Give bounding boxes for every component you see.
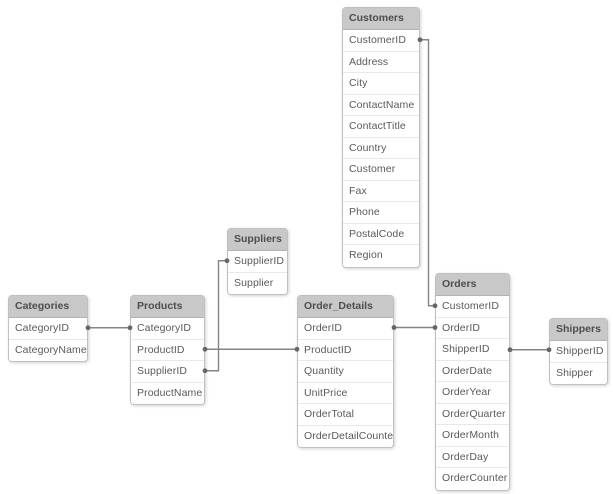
field-row-productid[interactable]: ProductID [298, 339, 393, 361]
field-row-orderid[interactable]: OrderID [436, 317, 509, 339]
connection-line [205, 260, 227, 372]
field-row-categoryid[interactable]: CategoryID [9, 318, 87, 340]
field-row-orderid[interactable]: OrderID [298, 318, 393, 340]
table-title: Shippers [556, 323, 601, 335]
field-row-unitprice[interactable]: UnitPrice [298, 382, 393, 404]
field-row-postalcode[interactable]: PostalCode [343, 223, 419, 245]
connection-line [420, 39, 435, 307]
field-row-phone[interactable]: Phone [343, 202, 419, 224]
field-row-customerid[interactable]: CustomerID [343, 30, 419, 52]
field-row-shipperid[interactable]: ShipperID [550, 341, 607, 363]
table-header-shippers[interactable]: Shippers [550, 319, 607, 341]
table-header-orders[interactable]: Orders [436, 274, 509, 296]
field-row-orderquarter[interactable]: OrderQuarter [436, 403, 509, 425]
table-title: Order_Details [304, 300, 373, 312]
field-row-categoryname[interactable]: CategoryName [9, 339, 87, 361]
field-row-productname[interactable]: ProductName [131, 382, 204, 404]
field-row-city[interactable]: City [343, 73, 419, 95]
field-row-customer[interactable]: Customer [343, 159, 419, 181]
field-row-supplierid[interactable]: SupplierID [131, 361, 204, 383]
field-row-categoryid[interactable]: CategoryID [131, 318, 204, 340]
table-title: Orders [442, 278, 477, 290]
field-row-shipperid[interactable]: ShipperID [436, 339, 509, 361]
field-row-orderday[interactable]: OrderDay [436, 446, 509, 468]
field-row-ordertotal[interactable]: OrderTotal [298, 404, 393, 426]
field-row-orderdetailcounter[interactable]: OrderDetailCounter [298, 425, 393, 447]
field-row-customerid[interactable]: CustomerID [436, 296, 509, 318]
table-header-order_details[interactable]: Order_Details [298, 296, 393, 318]
table-header-suppliers[interactable]: Suppliers [228, 229, 287, 251]
field-row-address[interactable]: Address [343, 51, 419, 73]
field-row-ordercounter[interactable]: OrderCounter [436, 468, 509, 490]
field-row-fax[interactable]: Fax [343, 180, 419, 202]
field-row-quantity[interactable]: Quantity [298, 361, 393, 383]
field-row-supplierid[interactable]: SupplierID [228, 251, 287, 273]
field-row-ordermonth[interactable]: OrderMonth [436, 425, 509, 447]
field-row-contacttitle[interactable]: ContactTitle [343, 116, 419, 138]
table-title: Suppliers [234, 233, 282, 245]
table-header-products[interactable]: Products [131, 296, 204, 318]
table-title: Categories [15, 300, 70, 312]
field-row-region[interactable]: Region [343, 245, 419, 267]
field-row-contactname[interactable]: ContactName [343, 94, 419, 116]
table-title: Products [137, 300, 183, 312]
field-row-country[interactable]: Country [343, 137, 419, 159]
table-header-categories[interactable]: Categories [9, 296, 87, 318]
field-row-shipper[interactable]: Shipper [550, 362, 607, 384]
field-row-supplier[interactable]: Supplier [228, 272, 287, 294]
field-row-orderyear[interactable]: OrderYear [436, 382, 509, 404]
field-row-orderdate[interactable]: OrderDate [436, 360, 509, 382]
table-title: Customers [349, 12, 404, 24]
table-header-customers[interactable]: Customers [343, 8, 419, 30]
field-row-productid[interactable]: ProductID [131, 339, 204, 361]
